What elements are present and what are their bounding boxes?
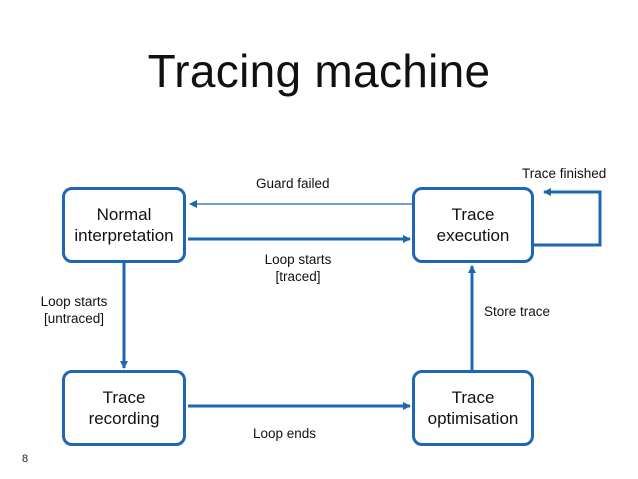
label-guard-failed: Guard failed	[256, 176, 330, 191]
state-trace-recording-line1: Trace	[102, 388, 146, 407]
state-trace-optimisation-line2: optimisation	[427, 409, 519, 428]
label-loop-starts-traced-line2: [traced]	[275, 269, 321, 284]
state-trace-recording-line2: recording	[88, 409, 160, 428]
label-trace-finished: Trace finished	[522, 166, 607, 181]
state-trace-execution: Trace execution	[412, 187, 534, 263]
state-trace-recording: Trace recording	[62, 370, 186, 446]
state-trace-optimisation-line1: Trace	[451, 388, 495, 407]
state-normal-line2: interpretation	[74, 226, 174, 245]
state-normal-line1: Normal	[96, 205, 152, 224]
label-loop-starts-traced: Loop starts [traced]	[248, 251, 348, 285]
label-loop-starts-untraced-line1: Loop starts	[40, 294, 108, 309]
state-trace-optimisation: Trace optimisation	[412, 370, 534, 446]
state-trace-execution-line1: Trace	[451, 205, 495, 224]
page-number: 8	[22, 453, 29, 465]
label-loop-starts-traced-line1: Loop starts	[264, 252, 332, 267]
state-normal-interpretation: Normal interpretation	[62, 187, 186, 263]
state-trace-execution-line2: execution	[436, 226, 510, 245]
label-loop-ends: Loop ends	[253, 426, 317, 441]
trace-finished-loop-arrow	[534, 188, 602, 247]
label-loop-starts-untraced: Loop starts [untraced]	[30, 293, 118, 327]
slide-title: Tracing machine	[147, 45, 491, 97]
label-loop-starts-untraced-line2: [untraced]	[43, 311, 105, 326]
label-store-trace: Store trace	[484, 304, 551, 319]
